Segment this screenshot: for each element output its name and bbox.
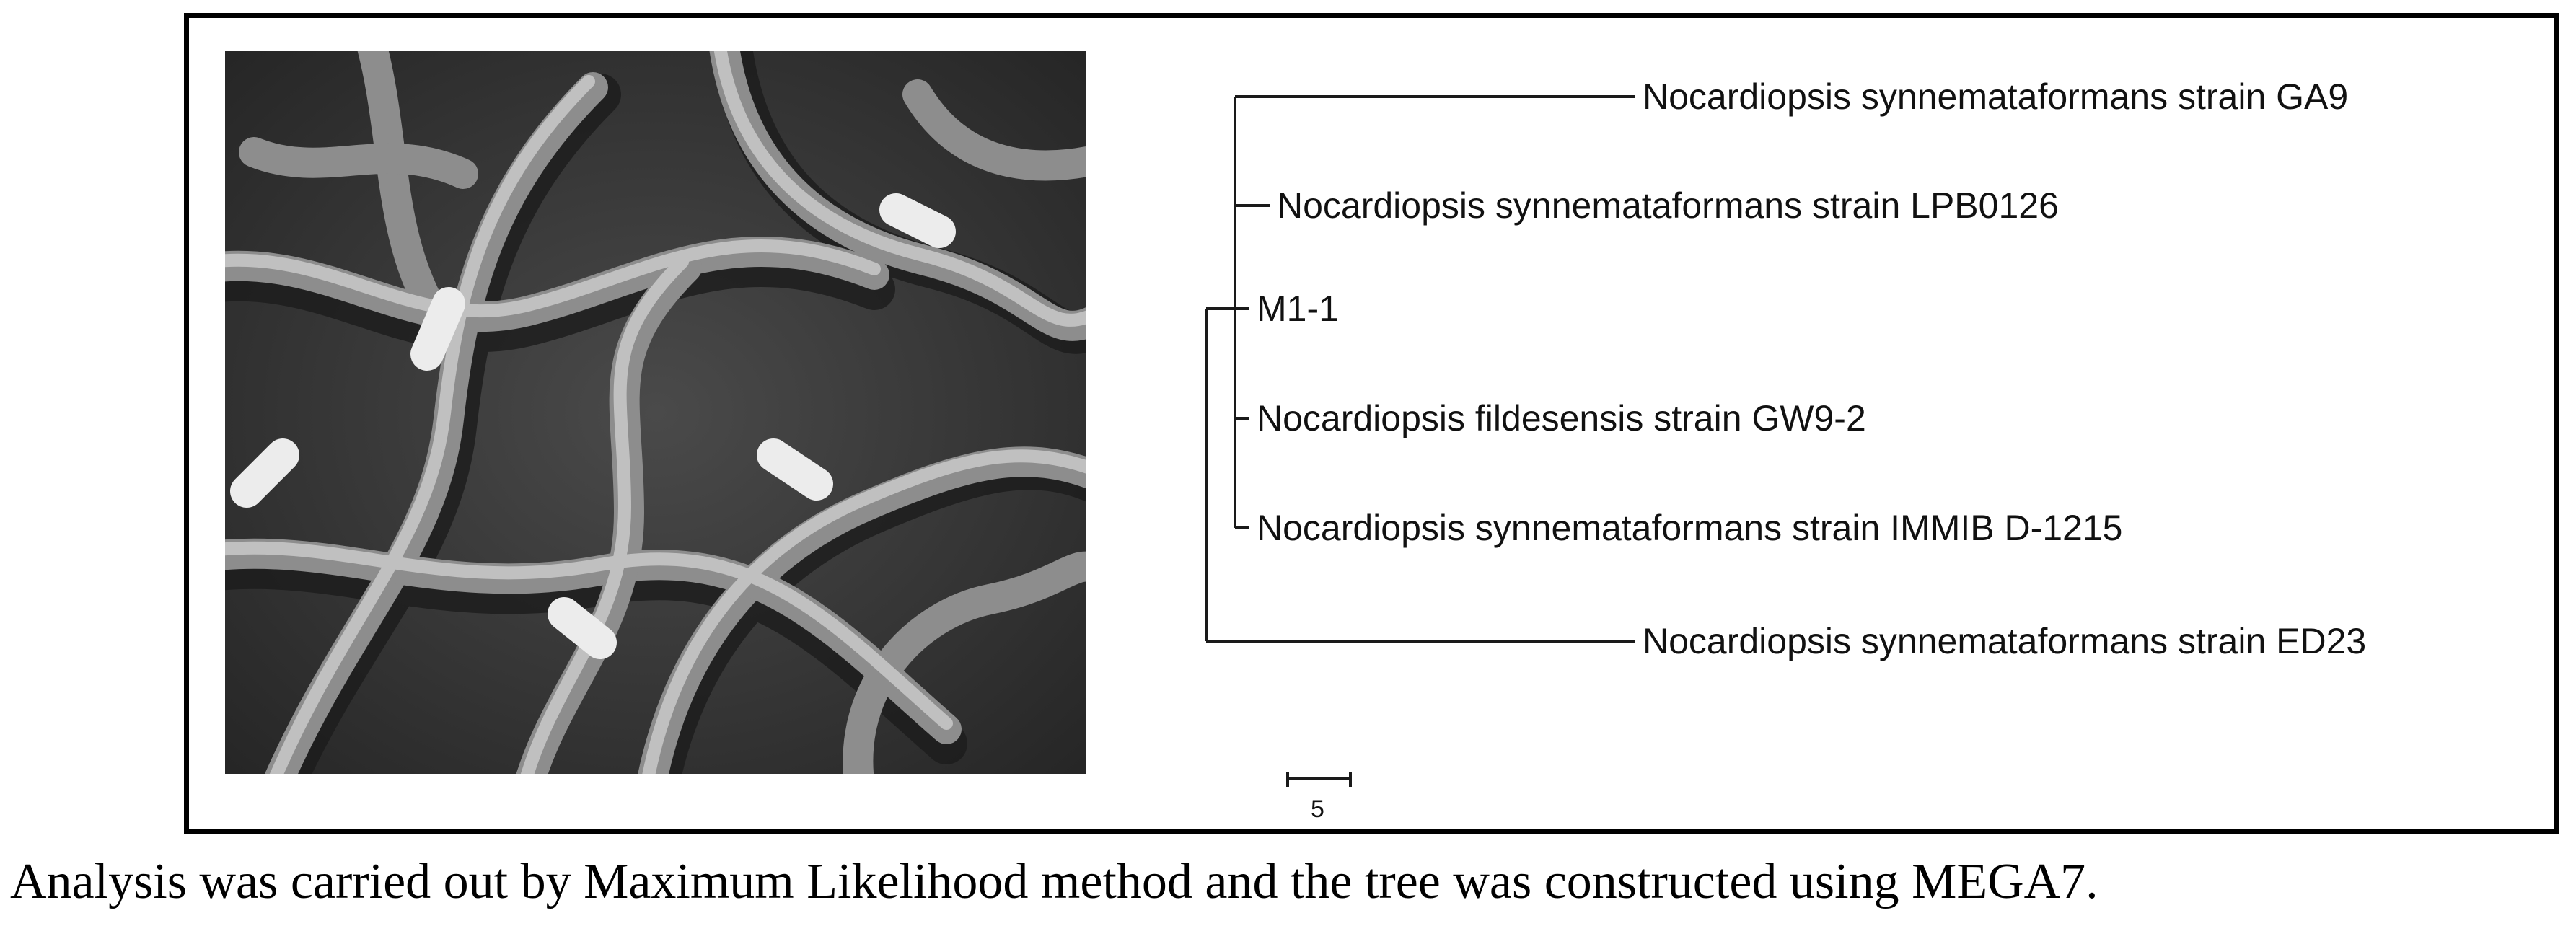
scale-bar: 5 bbox=[1286, 772, 1352, 823]
phylogenetic-tree: Nocardiopsis synnemataformans strain GA9… bbox=[1205, 76, 2366, 823]
taxon-label-immib: Nocardiopsis synnemataformans strain IMM… bbox=[1257, 508, 2122, 548]
taxon-label-ga9: Nocardiopsis synnemataformans strain GA9 bbox=[1643, 76, 2348, 117]
sem-micrograph-icon bbox=[225, 51, 1086, 774]
sem-micrograph-image bbox=[225, 51, 1086, 774]
taxon-label-gw9-2: Nocardiopsis fildesensis strain GW9-2 bbox=[1257, 398, 1866, 438]
taxon-label-lpb0126: Nocardiopsis synnemataformans strain LPB… bbox=[1277, 185, 2059, 226]
taxon-label-ed23: Nocardiopsis synnemataformans strain ED2… bbox=[1643, 621, 2366, 661]
figure-frame: Nocardiopsis synnemataformans strain GA9… bbox=[184, 13, 2559, 834]
taxon-label-m1-1: M1-1 bbox=[1257, 288, 1339, 329]
scale-bar-label: 5 bbox=[1311, 795, 1324, 823]
figure-caption: Analysis was carried out by Maximum Like… bbox=[10, 854, 2098, 909]
